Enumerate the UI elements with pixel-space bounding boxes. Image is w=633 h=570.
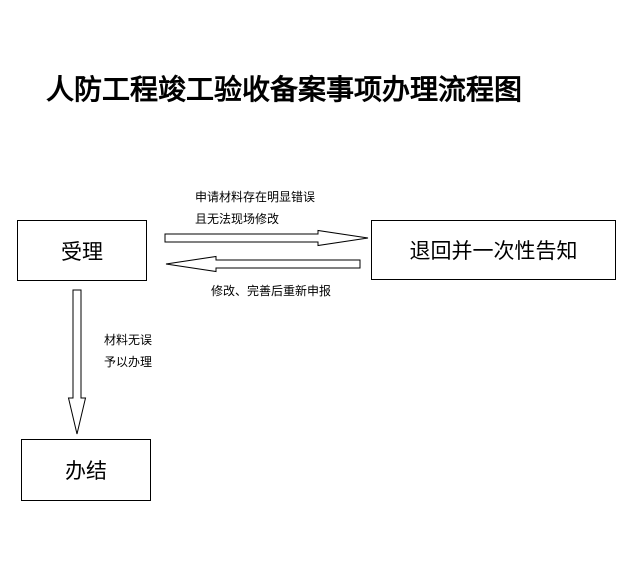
edge-label-line: 申请材料存在明显错误 (195, 190, 316, 204)
node-return-notify: 退回并一次性告知 (371, 220, 616, 280)
edge-label-line: 材料无误 (104, 333, 153, 347)
node-accept: 受理 (17, 220, 147, 281)
edge-label-back-to-accept: 修改、完善后重新申报 (211, 280, 331, 302)
edge-label-to-done: 材料无误 予以办理 (104, 329, 152, 373)
node-done: 办结 (21, 439, 151, 501)
edge-label-line: 且无法现场修改 (195, 212, 280, 226)
node-done-label: 办结 (65, 459, 107, 483)
arrow-to-done (67, 289, 87, 435)
arrow-to-return (164, 229, 369, 247)
page-title: 人防工程竣工验收备案事项办理流程图 (46, 73, 523, 106)
node-accept-label: 受理 (61, 239, 103, 264)
edge-label-line: 予以办理 (104, 355, 153, 369)
node-return-notify-label: 退回并一次性告知 (409, 239, 578, 263)
arrow-back-to-accept (165, 255, 361, 273)
edge-label-to-return: 申请材料存在明显错误 且无法现场修改 (195, 186, 315, 230)
edge-label-line: 修改、完善后重新申报 (211, 284, 332, 298)
